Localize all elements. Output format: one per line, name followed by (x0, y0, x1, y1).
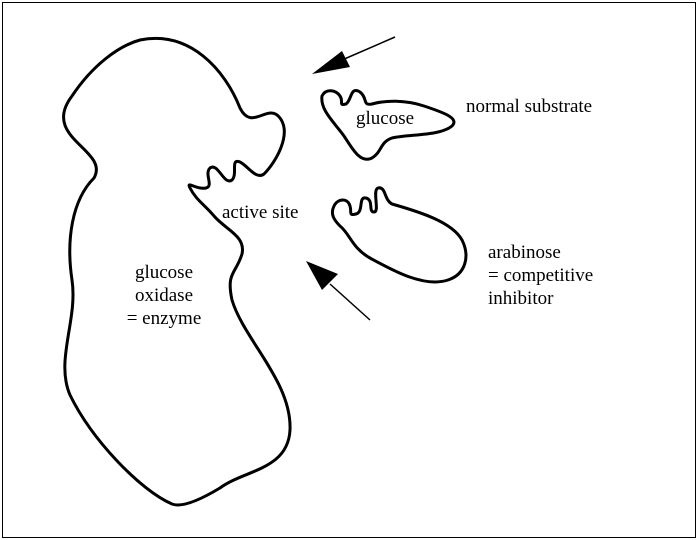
enzyme-label-line: = enzyme (104, 307, 224, 330)
enzyme-label-line: glucose (104, 261, 224, 284)
inhibitor-label-line: inhibitor (488, 287, 593, 310)
active-site-label: active site (222, 201, 299, 224)
arabinose-outline (332, 188, 466, 282)
inhibitor-label-line: arabinose (488, 241, 593, 264)
normal-substrate-label: normal substrate (466, 95, 592, 118)
inhibitor-label-line: = competitive (488, 264, 593, 287)
enzyme-label-line: oxidase (104, 284, 224, 307)
inhibitor-label: arabinose = competitive inhibitor (488, 241, 593, 310)
arrow-icon (312, 37, 395, 74)
glucose-label: glucose (356, 107, 414, 130)
enzyme-label: glucose oxidase = enzyme (104, 261, 224, 330)
arrow-icon (306, 261, 370, 320)
